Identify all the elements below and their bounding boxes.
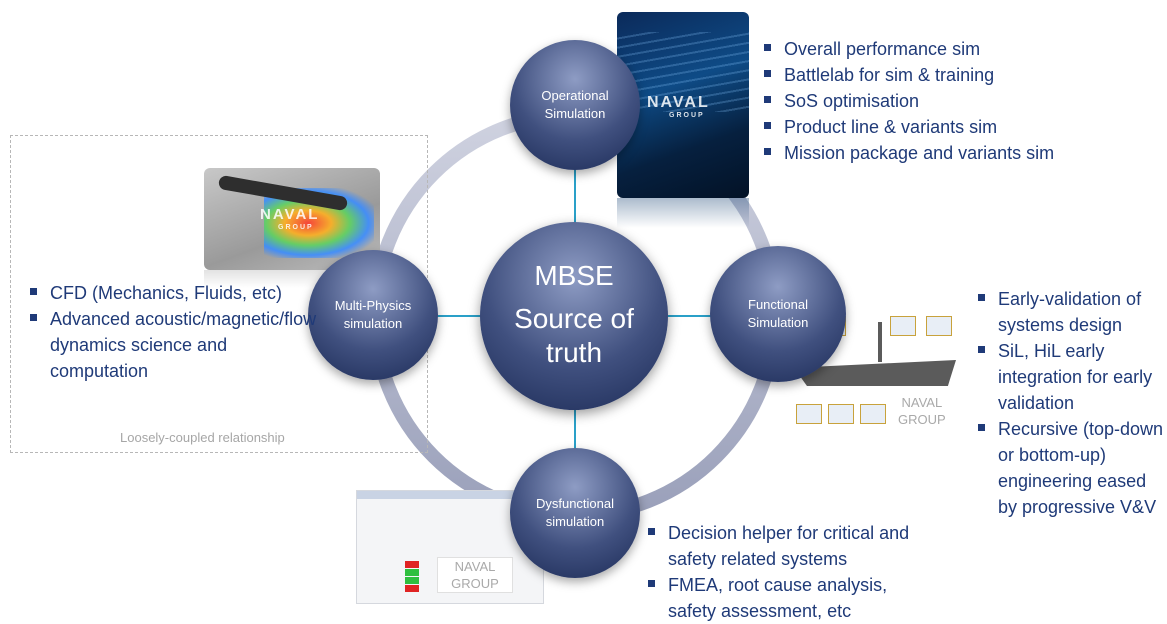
ship-mast (878, 322, 882, 362)
list-item: Advanced acoustic/magnetic/flow dynamics… (30, 306, 330, 384)
list-item: Early-validation of systems design (978, 286, 1164, 338)
mbse-center-node: MBSE Source of truth (480, 222, 668, 410)
operational-bullet-list: Overall performance sim Battlelab for si… (764, 36, 1054, 166)
naval-group-logo: NAVAL GROUP (898, 395, 946, 427)
component-box (796, 404, 822, 424)
list-item: SiL, HiL early integration for early val… (978, 338, 1164, 416)
list-item: CFD (Mechanics, Fluids, etc) (30, 280, 330, 306)
list-item: Mission package and variants sim (764, 140, 1054, 166)
functional-simulation-node: Functional Simulation (710, 246, 846, 382)
loosely-coupled-label: Loosely-coupled relationship (120, 430, 285, 445)
component-box (828, 404, 854, 424)
group-logo: GROUP (669, 112, 705, 119)
list-item: Decision helper for critical and safety … (648, 520, 918, 572)
status-green (405, 569, 419, 576)
center-title: MBSE (534, 260, 614, 291)
naval-group-logo: NAVAL GROUP (437, 557, 513, 593)
status-green (405, 577, 419, 584)
list-item: Battlelab for sim & training (764, 62, 1054, 88)
dysfunctional-simulation-node: Dysfunctional simulation (510, 448, 640, 578)
list-item: Overall performance sim (764, 36, 1054, 62)
functional-bullet-list: Early-validation of systems design SiL, … (978, 286, 1164, 520)
window-titlebar (357, 491, 543, 499)
component-box (890, 316, 916, 336)
list-item: FMEA, root cause analysis, safety assess… (648, 572, 918, 624)
center-subtitle: Source of truth (514, 303, 634, 368)
operational-simulation-image: NAVAL GROUP (617, 12, 749, 198)
multi-physics-simulation-node: Multi-Physics simulation (308, 250, 438, 380)
status-red (405, 585, 419, 592)
list-item: Product line & variants sim (764, 114, 1054, 140)
list-item: Recursive (top-down or bottom-up) engine… (978, 416, 1164, 520)
naval-logo: NAVAL (647, 94, 710, 111)
list-item: SoS optimisation (764, 88, 1054, 114)
status-red (405, 561, 419, 568)
operational-simulation-node: Operational Simulation (510, 40, 640, 170)
multi-physics-bullet-list: CFD (Mechanics, Fluids, etc) Advanced ac… (30, 280, 330, 384)
component-box (860, 404, 886, 424)
image-reflection (617, 198, 749, 228)
component-box (926, 316, 952, 336)
naval-logo: NAVAL (260, 206, 320, 223)
dysfunctional-bullet-list: Decision helper for critical and safety … (648, 520, 918, 624)
group-logo: GROUP (278, 224, 314, 231)
